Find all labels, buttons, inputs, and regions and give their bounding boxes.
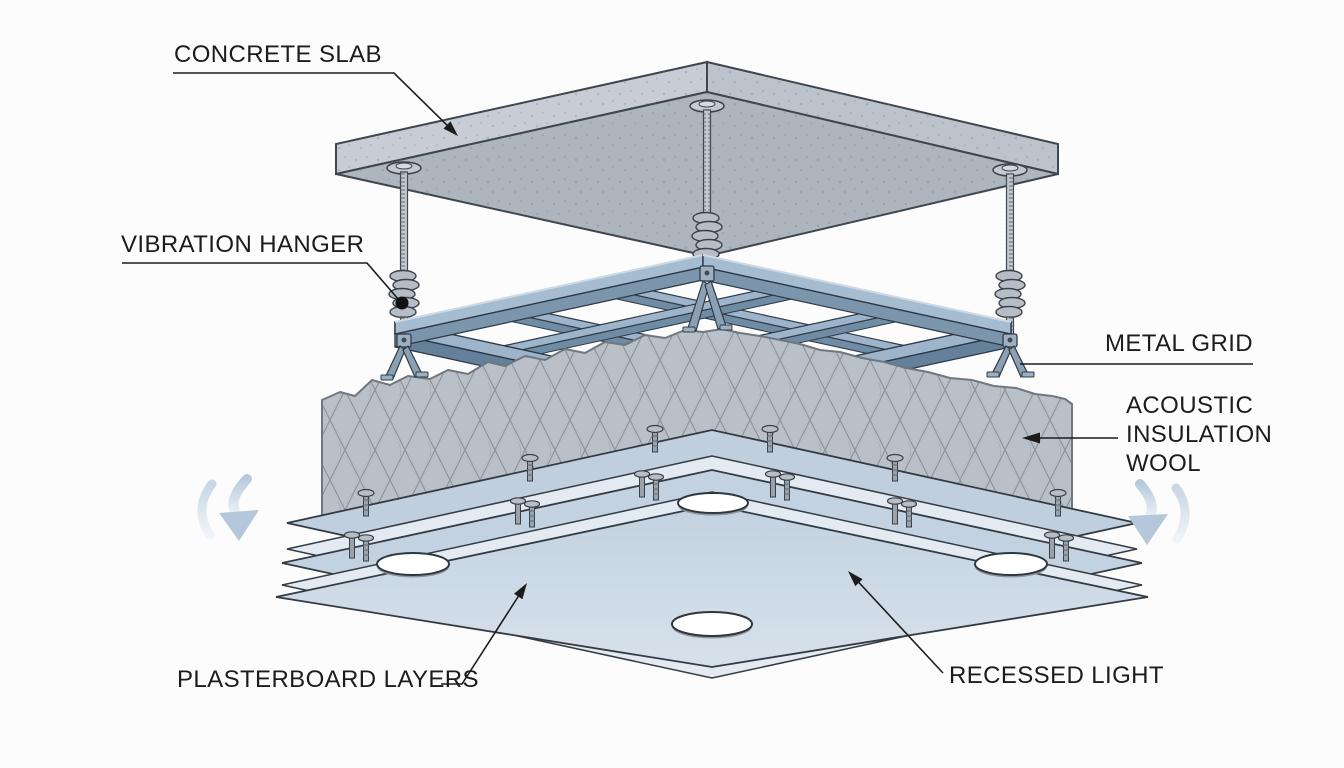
screw <box>357 488 375 517</box>
leader-vibration-hanger <box>122 262 400 301</box>
hanger-bracket-center <box>682 265 733 333</box>
label-metal-grid: METAL GRID <box>1104 330 1253 357</box>
label-recessed-light: RECESSED LIGHT <box>949 662 1164 689</box>
spring-coil <box>994 269 1026 319</box>
screw <box>886 453 904 482</box>
hanger-bracket-left <box>380 333 429 381</box>
motion-arrows-left <box>197 474 259 541</box>
screw <box>521 453 539 482</box>
recessed-light-back <box>677 492 749 516</box>
screw-pair <box>764 470 796 501</box>
recessed-light-right <box>974 552 1048 578</box>
label-acoustic-insulation-wool: ACOUSTIC INSULATION WOOL <box>1126 392 1273 477</box>
screw-pair <box>509 497 541 528</box>
label-vibration-hanger: VIBRATION HANGER <box>121 231 365 258</box>
leader-concrete-slab <box>173 72 457 135</box>
screw-pair <box>633 470 665 501</box>
arrowhead <box>443 121 458 136</box>
vibration-hanger-right <box>992 163 1028 341</box>
hanger-bracket-right <box>986 333 1035 378</box>
plasterboard-layers <box>275 429 1149 679</box>
leader-recessed-light <box>850 573 944 674</box>
curved-arc-icon <box>1171 483 1190 544</box>
screw-pair <box>1043 531 1075 562</box>
screw <box>1049 488 1067 517</box>
vibration-hanger-left <box>386 161 422 341</box>
label-plasterboard-layers: PLASTERBOARD LAYERS <box>177 666 479 693</box>
screw-pair <box>343 531 375 562</box>
screw <box>646 424 664 453</box>
screw-pair <box>886 497 918 528</box>
recessed-light-left <box>376 552 450 578</box>
screw <box>761 424 779 453</box>
label-concrete-slab: CONCRETE SLAB <box>174 41 382 68</box>
curved-arrow-icon <box>228 474 252 518</box>
recessed-lights <box>376 492 1048 639</box>
concrete-slab <box>335 60 1059 258</box>
arrowhead <box>848 571 863 587</box>
spring-coil <box>691 211 723 261</box>
leader-dot <box>395 296 409 310</box>
arrowhead <box>1022 432 1040 444</box>
arrowhead <box>514 583 527 600</box>
motion-arrows-right <box>1128 479 1190 545</box>
curved-arc-icon <box>197 479 217 540</box>
vibration-hanger-center <box>689 99 725 273</box>
curved-arrow-icon <box>1135 479 1157 521</box>
plasterboard-screws <box>343 424 1075 562</box>
leader-lines <box>122 72 1253 685</box>
recessed-light-front <box>671 611 753 639</box>
leader-plasterboard <box>441 585 526 685</box>
